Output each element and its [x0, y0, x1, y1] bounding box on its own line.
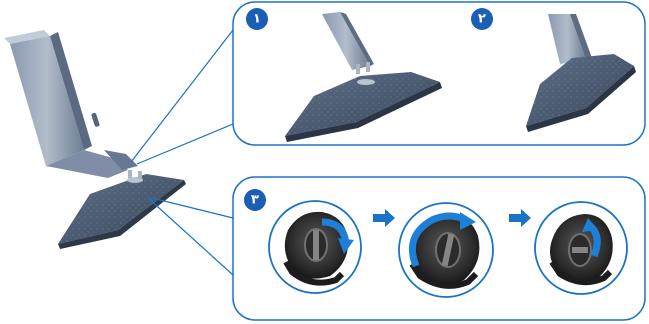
step2-illustration [526, 14, 636, 132]
arrow-right-icon [373, 209, 395, 227]
knob-view-1 [268, 200, 362, 294]
arrow-right-icon [509, 209, 531, 227]
step-panel-top [232, 1, 646, 146]
stand-column [4, 30, 138, 178]
step-badge-2: ٢ [471, 8, 493, 30]
knob-view-3 [534, 201, 628, 295]
callout-lines [130, 29, 234, 276]
step-badge-icon [471, 8, 493, 30]
step-badge-1: ١ [246, 8, 268, 30]
step-badge-3: ٣ [244, 189, 266, 211]
step-panel-bottom [232, 176, 646, 321]
step1-illustration [285, 12, 442, 142]
stand-base [58, 170, 186, 249]
step-badge-icon [246, 8, 268, 30]
main-assembly [4, 30, 186, 249]
step-badge-icon [244, 189, 266, 211]
step-number-3: ٣ [251, 193, 259, 208]
step-number-1: ١ [253, 12, 261, 27]
step-number-2: ٢ [478, 12, 486, 27]
rotate-arrow-icon [409, 212, 468, 268]
knob-view-2 [398, 202, 494, 298]
